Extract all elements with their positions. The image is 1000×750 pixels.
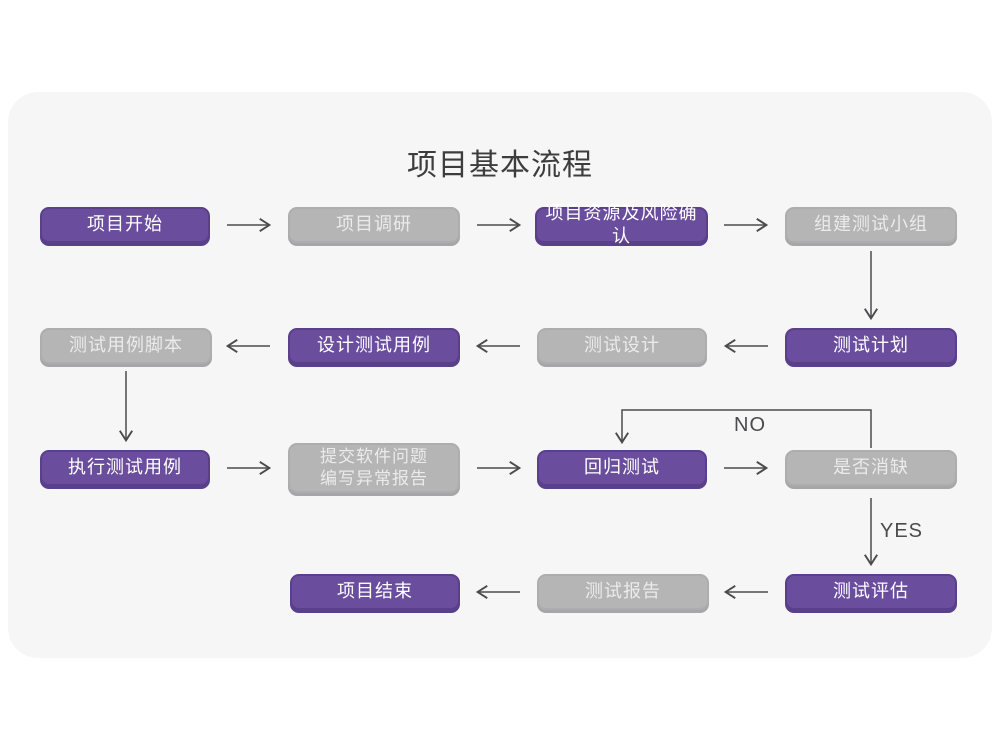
flow-node-test-design: 测试设计 [537, 328, 707, 364]
flow-node-label: 测试设计 [584, 335, 660, 356]
flow-node-test-report: 测试报告 [537, 574, 709, 610]
flow-node-label: 测试报告 [585, 581, 661, 602]
flow-node-defect-cleared: 是否消缺 [785, 450, 957, 486]
flow-node-label: 提交软件问题 编写异常报告 [320, 446, 428, 488]
flow-node-label: 项目开始 [87, 214, 163, 235]
edge-label-yes: YES [880, 520, 924, 542]
flow-node-label: 测试用例脚本 [69, 335, 183, 356]
flow-node-build-test-team: 组建测试小组 [785, 207, 957, 243]
flow-node-project-end: 项目结束 [290, 574, 460, 610]
flow-node-test-plan: 测试计划 [785, 328, 957, 364]
flow-node-label: 是否消缺 [833, 457, 909, 478]
flow-node-submit-issue-report: 提交软件问题 编写异常报告 [288, 443, 460, 493]
page-title: 项目基本流程 [407, 149, 593, 182]
flow-node-label: 回归测试 [584, 457, 660, 478]
flow-node-label: 执行测试用例 [68, 457, 182, 478]
flow-node-label: 项目资源及风险确认 [545, 202, 698, 246]
flow-node-label: 项目结束 [337, 581, 413, 602]
flow-node-test-evaluation: 测试评估 [785, 574, 957, 610]
flow-node-label: 测试计划 [833, 335, 909, 356]
flow-node-label: 设计测试用例 [317, 335, 431, 356]
flow-node-regression-test: 回归测试 [537, 450, 707, 486]
flow-node-label: 组建测试小组 [814, 214, 928, 235]
flow-node-resource-risk-confirm: 项目资源及风险确认 [535, 203, 708, 246]
flowchart-card [8, 92, 992, 658]
flow-node-execute-test-case: 执行测试用例 [40, 450, 210, 486]
edge-label-no: NO [734, 414, 766, 436]
flow-node-design-test-case: 设计测试用例 [288, 328, 460, 364]
flow-node-project-start: 项目开始 [40, 207, 210, 243]
flow-node-label: 项目调研 [336, 214, 412, 235]
flow-node-test-case-script: 测试用例脚本 [40, 328, 212, 364]
flow-node-project-research: 项目调研 [288, 207, 460, 243]
flow-node-label: 测试评估 [833, 581, 909, 602]
